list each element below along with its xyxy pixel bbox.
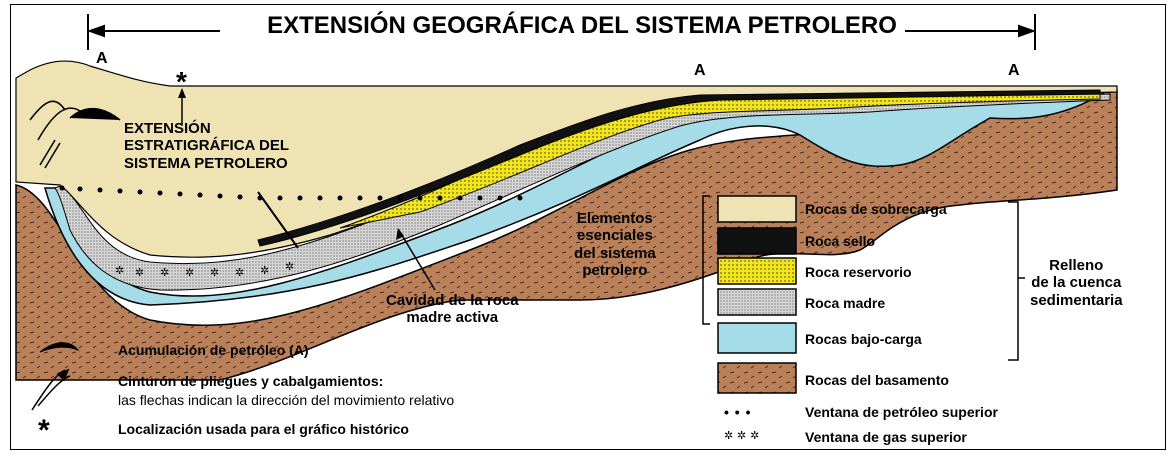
svg-text:✲: ✲: [160, 266, 169, 279]
kitchen-pointer: [399, 231, 436, 291]
legend-oil-window: Ventana de petróleo superior: [805, 404, 998, 420]
accumulation-legend: Acumulación de petróleo (A): [118, 342, 309, 358]
legend-swatches: [717, 195, 797, 394]
active-kitchen-label: Cavidad de la roca madre activa: [386, 292, 519, 327]
source-pointer: [257, 191, 299, 249]
figure-title: EXTENSIÓN GEOGRÁFICA DEL SISTEMA PETROLE…: [267, 12, 897, 39]
legend-brackets: [702, 195, 1025, 361]
accumulation-symbol: [39, 342, 80, 353]
thrust-belt-symbols: [29, 100, 121, 169]
legend-gas-window: Ventana de gas superior: [805, 429, 967, 445]
svg-text:✲: ✲: [185, 266, 194, 279]
legend-overburden: Rocas de sobrecarga: [805, 201, 947, 217]
accumulation-marker-3: A: [1008, 62, 1020, 79]
svg-text:✲: ✲: [135, 266, 144, 279]
legend-seal: Roca sello: [805, 233, 876, 249]
seal-rock: [257, 89, 1101, 247]
essential-elements-label: Elementos esenciales del sistema petrole…: [574, 210, 656, 279]
oil-window-symbol: • • •: [724, 404, 752, 420]
thrust-symbol: [31, 368, 71, 411]
gas-window-line: ✲ ✲ ✲ ✲ ✲ ✲ ✲ ✲: [115, 260, 294, 279]
legend-underburden: Rocas bajo-carga: [805, 331, 922, 347]
basin-fill-label: Relleno de la cuenca sedimentaria: [1030, 257, 1123, 309]
location-legend: Localización usada para el gráfico histó…: [118, 421, 409, 437]
accumulation-marker-2: A: [694, 62, 706, 79]
svg-text:✲: ✲: [235, 266, 244, 279]
svg-text:✲: ✲: [115, 264, 124, 277]
svg-text:✲: ✲: [260, 264, 269, 277]
location-star: *: [38, 414, 50, 447]
geographic-extent-arrow: [87, 14, 1036, 50]
accumulation-marker-1: A: [96, 50, 108, 67]
legend-source: Roca madre: [805, 295, 886, 311]
figure-border: [10, 4, 1166, 450]
svg-text:✲: ✲: [210, 266, 219, 279]
svg-text:✲: ✲: [285, 260, 294, 273]
legend-reservoir: Roca reservorio: [805, 264, 912, 280]
historic-location-star: *: [176, 66, 187, 97]
fold-belt-note: las flechas indican la dirección del mov…: [118, 392, 455, 408]
fold-belt-title: Cinturón de pliegues y cabalgamientos:: [118, 373, 384, 389]
oil-window-line: [59, 185, 523, 201]
underburden-rocks: [44, 91, 1108, 306]
legend-basement: Rocas del basamento: [805, 372, 949, 388]
stratigraphic-extent-label: EXTENSIÓN ESTRATIGRÁFICA DEL SISTEMA PET…: [124, 120, 289, 172]
gas-window-symbol: ✲ ✲ ✲: [724, 429, 760, 442]
